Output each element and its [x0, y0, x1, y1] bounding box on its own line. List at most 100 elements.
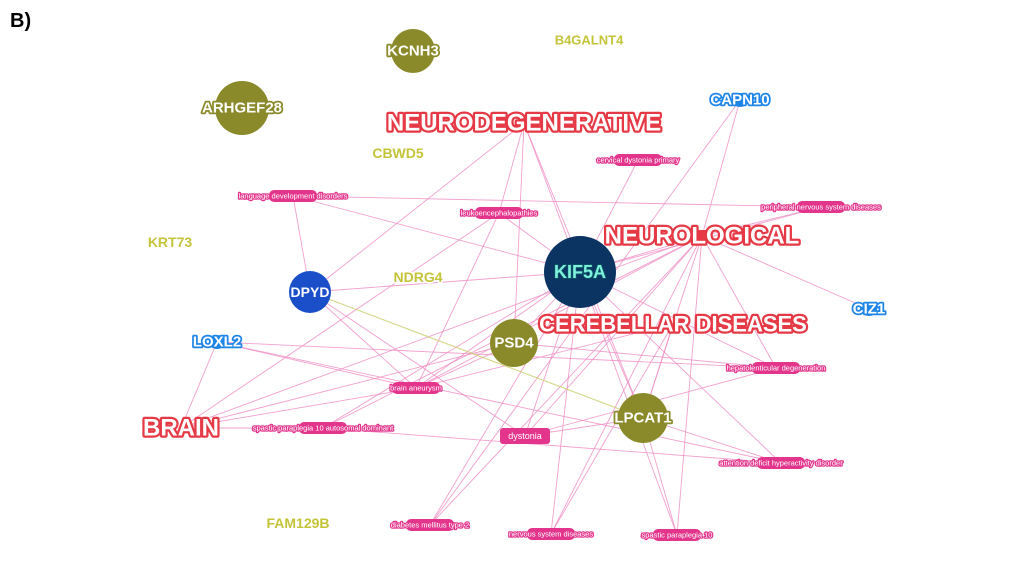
network-edge-BRAIN-PSD4: [180, 342, 515, 429]
gene-node-label: CIZ1: [853, 301, 886, 318]
network-edge-DPYD-aneurysm: [309, 291, 417, 389]
disease-node-label: hepatolenticular degeneration: [727, 364, 826, 373]
disease-node-label: spastic paraplegia 10: [642, 531, 713, 540]
panel-label: B): [10, 10, 32, 32]
node-brain[interactable]: BRAIN: [141, 412, 222, 444]
disease-node-pill: [500, 428, 550, 444]
network-edge-LOXL2-aneurysm: [216, 341, 417, 389]
disease-node-pill: [653, 529, 701, 541]
node-kcnh3[interactable]: KCNH3: [385, 29, 441, 73]
category-node-label: BRAIN: [143, 415, 219, 442]
olive-edge-DPYD-LPCAT1: [309, 291, 644, 419]
node-kif5a[interactable]: KIF5A: [544, 236, 616, 308]
node-spg10[interactable]: spastic paraplegia 10: [640, 529, 714, 541]
network-edge-NEUROLOGICAL-hepato: [701, 235, 777, 369]
gene-node-label: B4GALNT4: [555, 33, 624, 48]
node-leuko[interactable]: leukoencephalopathies: [459, 207, 539, 219]
disease-node-label: cervical dystonia primary: [597, 156, 680, 165]
disease-node-label: spastic paraplegia 10 autosomal dominant: [253, 424, 394, 433]
network-edge-NEUROLOGICAL-CIZ1: [701, 235, 870, 310]
node-cervical[interactable]: cervical dystonia primary: [595, 154, 681, 166]
node-loxl2[interactable]: LOXL2: [191, 332, 243, 353]
network-edge-KIF5A-langdev: [292, 195, 581, 273]
gene-node-label: LPCAT1: [614, 410, 671, 427]
node-ndrg4[interactable]: NDRG4: [392, 268, 444, 287]
gene-node-label: PSD4: [494, 335, 534, 352]
gene-node-label: KCNH3: [387, 43, 439, 60]
node-adhd[interactable]: attention deficit hyperactivity disorder: [718, 457, 844, 469]
disease-node-pill: [299, 422, 347, 434]
network-edge-KIF5A-diabetes: [429, 271, 581, 526]
node-b4galnt4[interactable]: B4GALNT4: [553, 31, 625, 49]
network-edge-PSD4-hepato: [513, 342, 777, 369]
node-neurodegenerative[interactable]: NEURODEGENERATIVE: [385, 107, 664, 139]
network-edge-NEUROLOGICAL-nervous: [550, 235, 703, 535]
node-lpcat1[interactable]: LPCAT1: [613, 393, 673, 443]
network-edge-BRAIN-leuko: [180, 212, 500, 429]
node-nervous[interactable]: nervous system diseases: [508, 528, 595, 540]
node-krt73[interactable]: KRT73: [146, 233, 194, 252]
disease-node-pill: [757, 457, 805, 469]
disease-node-pill: [406, 519, 454, 531]
category-node-label: CEREBELLAR DISEASES: [539, 312, 807, 337]
network-edge-langdev-peripheral: [292, 195, 822, 208]
node-peripheral[interactable]: peripheral nervous system diseases: [760, 201, 882, 213]
node-dpyd[interactable]: DPYD: [289, 271, 331, 313]
gene-node-label: LOXL2: [193, 334, 241, 351]
network-edge-KIF5A-hepato: [579, 271, 777, 369]
gene-node-label: NDRG4: [393, 269, 442, 285]
node-hepato[interactable]: hepatolenticular degeneration: [725, 362, 827, 374]
node-ciz1[interactable]: CIZ1: [851, 299, 887, 320]
network-edge-BRAIN-aneurysm: [180, 387, 417, 429]
disease-node-label: diabetes mellitus type 2: [391, 521, 469, 530]
node-spg10ad[interactable]: spastic paraplegia 10 autosomal dominant: [251, 422, 395, 434]
node-dystonia[interactable]: dystonia: [500, 428, 550, 444]
network-edge-NEURODEGENERATIVE-PSD4: [513, 122, 525, 344]
gene-node-circle: [490, 319, 538, 367]
network-edge-KIF5A-nervous: [550, 271, 581, 535]
gene-node-label: CBWD5: [372, 145, 424, 161]
node-neurological[interactable]: NEUROLOGICAL: [602, 220, 801, 252]
disease-node-label: language development disorders: [239, 192, 348, 201]
disease-node-label: attention deficit hyperactivity disorder: [719, 459, 843, 468]
network-edge-CAPN10-diabetes: [429, 99, 741, 526]
disease-node-pill: [527, 528, 575, 540]
node-cerebellar[interactable]: CEREBELLAR DISEASES: [537, 309, 809, 339]
disease-node-pill: [269, 190, 317, 202]
network-edge-DPYD-dystonia: [309, 291, 526, 437]
node-fam129b[interactable]: FAM129B: [265, 514, 331, 533]
node-capn10[interactable]: CAPN10: [709, 90, 772, 111]
disease-node-pill: [392, 382, 440, 394]
hub-node-label: KIF5A: [554, 262, 606, 282]
hub-node-circle: [544, 236, 616, 308]
disease-node-label: dystonia: [508, 431, 542, 441]
network-edge-CEREBELLAR-nervous: [550, 323, 674, 535]
network-edge-NEUROLOGICAL-spg10: [676, 235, 703, 536]
gene-node-label: FAM129B: [266, 515, 329, 531]
disease-node-label: peripheral nervous system diseases: [761, 203, 881, 212]
network-edge-NEUROLOGICAL-aneurysm: [415, 235, 703, 389]
node-arhgef28[interactable]: ARHGEF28: [200, 81, 284, 135]
disease-node-pill: [475, 207, 523, 219]
gene-node-dot: [861, 302, 877, 316]
category-node-label: NEURODEGENERATIVE: [387, 110, 661, 137]
node-diabetes[interactable]: diabetes mellitus type 2: [390, 519, 470, 531]
network-edge-BRAIN-LOXL2: [180, 341, 218, 429]
gene-node-label: ARHGEF28: [202, 100, 282, 117]
gene-node-circle: [391, 29, 435, 73]
network-edge-NEUROLOGICAL-dystonia: [524, 235, 703, 437]
node-aneurysm[interactable]: brain aneurysm: [389, 382, 443, 394]
node-cbwd5[interactable]: CBWD5: [371, 144, 426, 163]
category-node-label: NEUROLOGICAL: [605, 223, 800, 250]
gene-node-circle: [618, 393, 668, 443]
disease-node-label: leukoencephalopathies: [461, 209, 538, 218]
node-psd4[interactable]: PSD4: [490, 319, 538, 367]
network-edge-KIF5A-spg10ad: [322, 271, 581, 429]
network-edge-KIF5A-DPYD: [309, 271, 581, 293]
network-edge-NEUROLOGICAL-CAPN10: [701, 99, 741, 237]
disease-node-pill: [797, 201, 845, 213]
disease-node-pill: [752, 362, 800, 374]
node-langdev[interactable]: language development disorders: [237, 190, 349, 202]
gene-node-label: KRT73: [148, 234, 193, 250]
network-edge-NEURODEGENERATIVE-leuko: [498, 122, 525, 214]
